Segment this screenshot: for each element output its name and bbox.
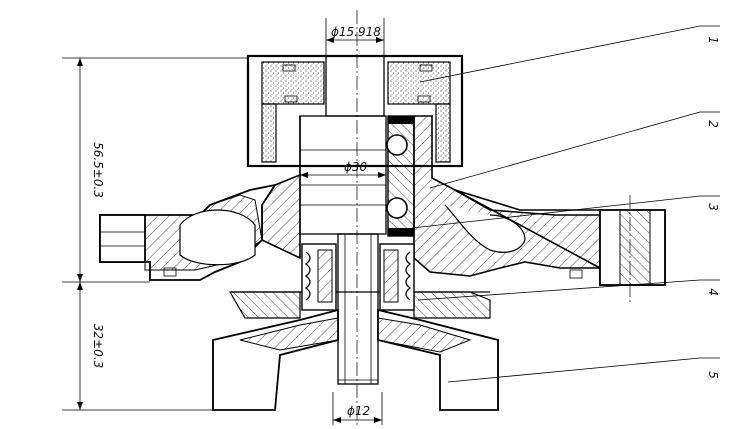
dim-mid-diameter: ϕ30 <box>344 160 368 174</box>
callout-5: 5 <box>706 371 720 379</box>
dim-top-diameter: ϕ15.918 <box>331 25 381 39</box>
callout-2: 2 <box>706 120 720 128</box>
mechanical-seal <box>301 243 415 311</box>
dim-bottom-diameter: ϕ12 <box>347 404 370 418</box>
housing <box>99 115 666 319</box>
dimension-lines <box>62 18 386 425</box>
dim-upper-height: 56.5±0.3 <box>91 142 105 198</box>
callout-3: 3 <box>706 203 720 211</box>
pulley <box>246 54 464 168</box>
callout-leaders <box>411 25 720 383</box>
impeller <box>212 308 499 411</box>
bearing <box>386 115 415 237</box>
callout-4: 4 <box>706 288 720 296</box>
dim-lower-height: 32±0.3 <box>91 324 105 368</box>
callout-1: 1 <box>706 36 720 44</box>
